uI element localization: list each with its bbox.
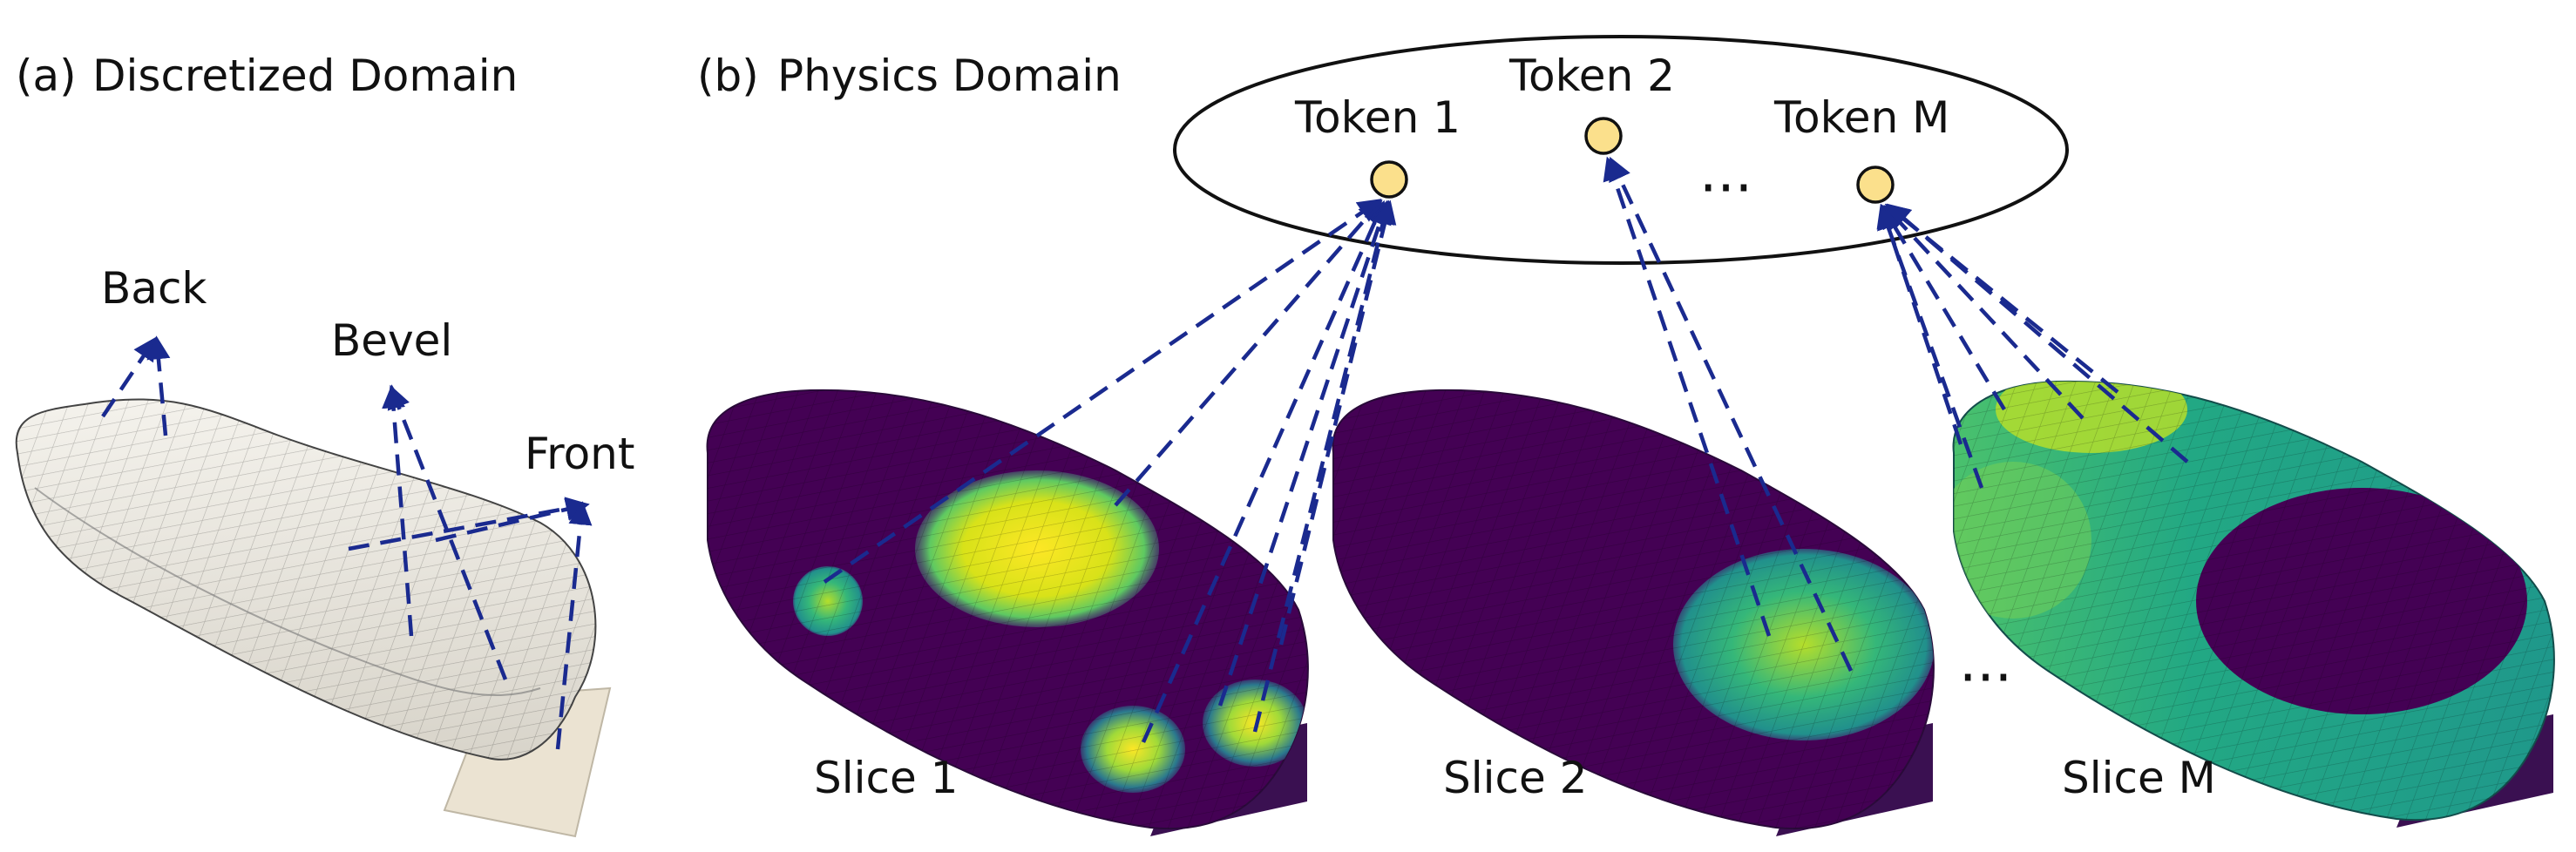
car-slice-m <box>1952 380 2555 828</box>
label-front: Front <box>525 429 634 479</box>
token-2-dot <box>1584 117 1623 155</box>
token-m-dot <box>1856 166 1895 204</box>
token-m-label: Token M <box>1773 92 1949 143</box>
panel-a: (a) Discretized Domain Back Bevel Front <box>15 51 634 838</box>
panel-b-arrows <box>823 156 2189 743</box>
car-slice-2 <box>1332 389 1935 836</box>
token-2-label: Token 2 <box>1508 51 1675 101</box>
token-ellipse <box>1173 35 2069 265</box>
token-1-dot <box>1370 160 1408 199</box>
panel-b-title: Physics Domain <box>777 51 1122 101</box>
label-bevel: Bevel <box>331 315 452 366</box>
slice-1-label: Slice 1 <box>814 753 958 803</box>
panel-b-prefix: (b) <box>697 51 759 101</box>
car-slice-1 <box>706 389 1309 836</box>
token-ellipsis: ··· <box>1699 157 1752 221</box>
token-group: Token 1 Token 2 Token M ··· <box>1173 35 2069 265</box>
slice-2-label: Slice 2 <box>1443 753 1587 803</box>
slice-ellipsis: ··· <box>1959 646 2012 711</box>
slice-m-label: Slice M <box>2062 753 2216 803</box>
token-1-label: Token 1 <box>1294 92 1461 143</box>
panel-a-title: Discretized Domain <box>92 51 518 101</box>
label-back: Back <box>101 263 207 314</box>
panel-b: (b) Physics Domain Token 1 Token 2 Token… <box>697 35 2555 836</box>
panel-a-prefix: (a) <box>16 51 77 101</box>
panel-a-arrows <box>101 335 593 750</box>
